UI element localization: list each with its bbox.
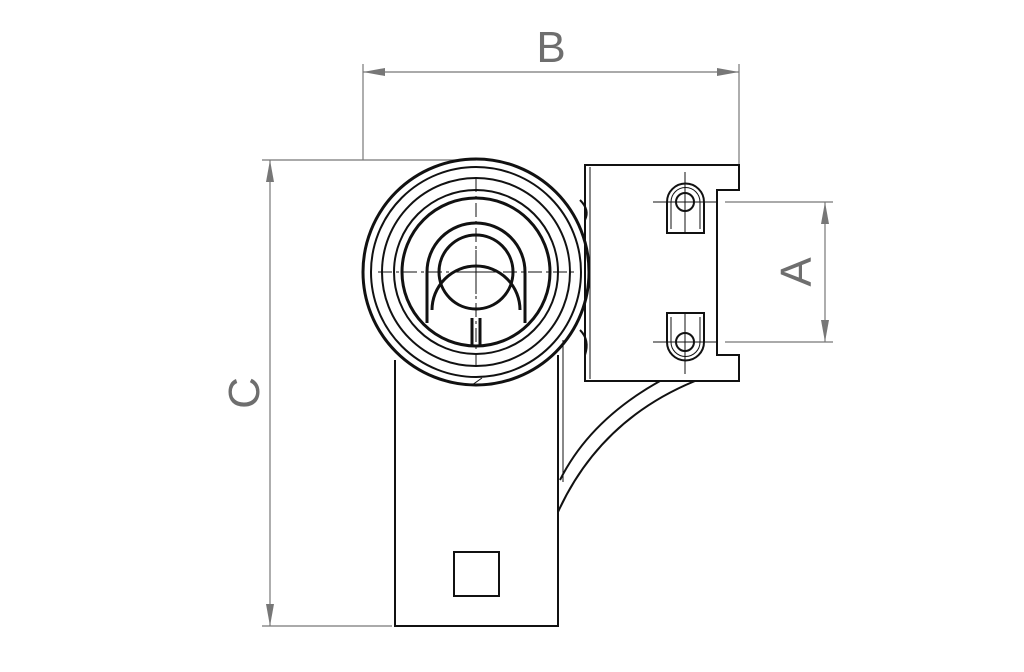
dimension-a-label: A (772, 257, 821, 287)
mounting-hole-bottom (653, 312, 717, 374)
dimension-a: A (725, 201, 833, 343)
mounting-hole-top (653, 172, 717, 234)
square-marking (453, 551, 500, 597)
dimension-c: C (220, 159, 476, 627)
dimension-c-label: C (220, 377, 269, 409)
ring-nut (361, 157, 591, 387)
dimension-b-label: B (536, 23, 565, 72)
curved-rib (557, 380, 696, 513)
mounting-bracket (579, 164, 740, 382)
fitting-body (394, 340, 564, 627)
dimension-b: B (362, 23, 740, 186)
